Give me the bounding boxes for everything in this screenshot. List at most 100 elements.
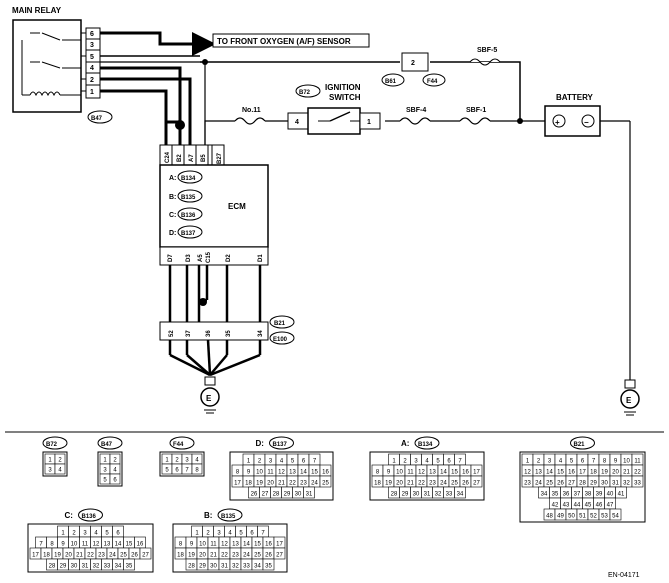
pin-number: 49 bbox=[557, 514, 564, 520]
pin-number: 26 bbox=[462, 481, 469, 487]
pin-number: 42 bbox=[552, 503, 559, 509]
pin-number: 1 bbox=[103, 458, 107, 464]
f44-badge bbox=[422, 73, 446, 87]
pin-cell bbox=[319, 475, 332, 488]
front-sensor-label-box bbox=[212, 33, 370, 48]
svg-text:D2: D2 bbox=[226, 254, 232, 262]
b21-ground-connector bbox=[159, 321, 269, 341]
pin-number: 2 bbox=[537, 459, 541, 465]
pin-number: 26 bbox=[557, 481, 564, 487]
connector-badge bbox=[169, 436, 195, 450]
pin-number: 31 bbox=[82, 564, 89, 570]
pin-number: 17 bbox=[234, 481, 241, 487]
pin-number: 23 bbox=[524, 481, 531, 487]
pin-number: 35 bbox=[265, 564, 272, 570]
pin-number: 2 bbox=[206, 531, 210, 537]
pin-number: 22 bbox=[289, 481, 296, 487]
pin-number: 14 bbox=[243, 542, 250, 548]
connector-badge bbox=[97, 436, 123, 450]
pin-number: 47 bbox=[607, 503, 614, 509]
pin-number: 26 bbox=[251, 492, 258, 498]
pin-number: 3 bbox=[548, 459, 552, 465]
b72-badge bbox=[295, 84, 321, 98]
b47-label: B47 bbox=[91, 116, 103, 122]
pin-number: 30 bbox=[413, 492, 420, 498]
pin-number: 35 bbox=[126, 564, 133, 570]
relay-pin-block bbox=[85, 27, 101, 99]
pin-number: 10 bbox=[256, 470, 263, 476]
pin-number: 11 bbox=[634, 459, 641, 465]
pin-number: 28 bbox=[579, 481, 586, 487]
pin-number: 1 bbox=[48, 458, 52, 464]
pin-number: 22 bbox=[221, 553, 228, 559]
pin-number: 20 bbox=[65, 553, 72, 559]
pin-number: 21 bbox=[76, 553, 83, 559]
pin-number: 9 bbox=[190, 542, 194, 548]
ecm-ground-label: E bbox=[206, 394, 212, 403]
pin-number: 4 bbox=[113, 468, 117, 474]
pin-number: 30 bbox=[71, 564, 78, 570]
pin-number: 8 bbox=[603, 459, 607, 465]
junction-dot bbox=[202, 59, 208, 65]
ecm-ground-symbol bbox=[200, 387, 220, 407]
connector-id: B135 bbox=[221, 514, 236, 520]
ecm-pin-a7: A7 bbox=[189, 154, 195, 162]
pin-number: 18 bbox=[245, 481, 252, 487]
pin-number: 5 bbox=[570, 459, 574, 465]
e100-label: E100 bbox=[273, 337, 288, 343]
pin-cell bbox=[609, 508, 622, 521]
junction-dot bbox=[517, 118, 523, 124]
pin-number: 3 bbox=[103, 468, 107, 474]
pin-number: 7 bbox=[592, 459, 596, 465]
pin-number: 32 bbox=[232, 564, 239, 570]
pin-number: 40 bbox=[607, 492, 614, 498]
pin-number: 5 bbox=[105, 531, 109, 537]
connector-badge bbox=[570, 436, 595, 450]
pin-number: 19 bbox=[601, 470, 608, 476]
pin-number: 3 bbox=[269, 459, 273, 465]
pin-number: 11 bbox=[82, 542, 89, 548]
pin-number: 28 bbox=[391, 492, 398, 498]
pin-number: 26 bbox=[265, 553, 272, 559]
pin-number: 6 bbox=[116, 531, 120, 537]
pin-number: 15 bbox=[557, 470, 564, 476]
pin-number: 8 bbox=[179, 542, 183, 548]
pin-number: 34 bbox=[541, 492, 548, 498]
connector-id: B21 bbox=[574, 442, 586, 448]
pin-number: 23 bbox=[300, 481, 307, 487]
pin-number: 5 bbox=[103, 478, 107, 484]
ecm-conn-d-id: B137 bbox=[181, 231, 196, 237]
pin-number: 33 bbox=[104, 564, 111, 570]
pin-number: 8 bbox=[50, 542, 54, 548]
svg-text:35: 35 bbox=[226, 330, 232, 337]
pin-cell bbox=[123, 558, 135, 571]
battery-ground-label: E bbox=[626, 396, 632, 405]
pin-number: 2 bbox=[113, 458, 117, 464]
svg-text:37: 37 bbox=[186, 330, 192, 337]
pin-number: 20 bbox=[267, 481, 274, 487]
battery-minus-terminal bbox=[581, 114, 595, 128]
pin-number: 7 bbox=[313, 459, 317, 465]
pin-number: 29 bbox=[284, 492, 291, 498]
main-relay-title: MAIN RELAY bbox=[12, 6, 62, 15]
pin-number: 28 bbox=[273, 492, 280, 498]
ecm-conn-a-letter: A: bbox=[169, 175, 176, 182]
pin-number: 12 bbox=[221, 542, 228, 548]
pin-number: 17 bbox=[276, 542, 283, 548]
pin-number: 29 bbox=[590, 481, 597, 487]
pin-number: 20 bbox=[612, 470, 619, 476]
ecm-ground-terminal bbox=[204, 376, 216, 386]
relay-pin-2: 2 bbox=[90, 77, 94, 84]
pin-number: 16 bbox=[322, 470, 329, 476]
pin-number: 16 bbox=[265, 542, 272, 548]
ecm-bottom-pins bbox=[159, 246, 269, 266]
pin-number: 22 bbox=[418, 481, 425, 487]
pin-number: 27 bbox=[142, 553, 149, 559]
pin-cell bbox=[273, 547, 286, 560]
junction-dot bbox=[199, 298, 207, 306]
pin-number: 24 bbox=[243, 553, 250, 559]
pin-number: 48 bbox=[546, 514, 553, 520]
relay-pin-4: 4 bbox=[90, 65, 94, 72]
ecm-conn-a-id: B134 bbox=[181, 176, 196, 182]
